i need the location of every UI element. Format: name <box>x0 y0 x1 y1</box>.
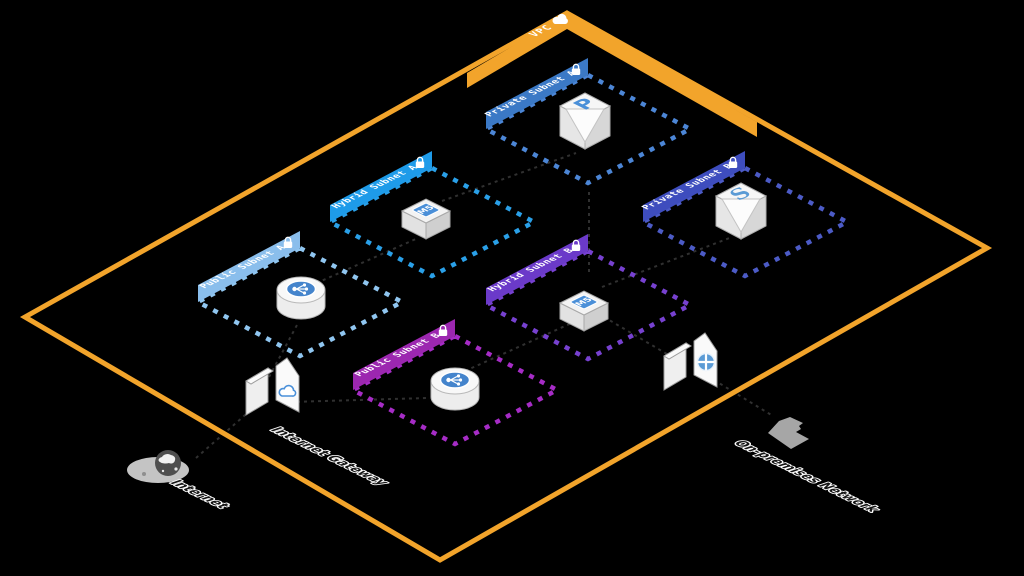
vpc-boundary: VPC <box>19 10 993 563</box>
gateway-crosshair-icon <box>663 332 718 391</box>
internet: Internet <box>127 450 235 512</box>
subnet-banner <box>486 58 588 129</box>
link-lbb-m5b <box>464 321 575 372</box>
internet-gateway-label: Internet Gateway <box>268 425 393 488</box>
subnet-public-b: Public Subnet B <box>348 319 562 447</box>
subnet-label: Hybrid Subnet B <box>485 247 577 293</box>
subnet-label: Public Subnet B <box>352 332 444 378</box>
subnet-banner <box>198 231 300 302</box>
load-balancer-icon <box>276 276 326 320</box>
lock-icon <box>728 156 738 168</box>
lock-icon <box>283 236 293 248</box>
load-balancer-icon <box>430 367 480 411</box>
elb-branch-icon <box>446 374 463 386</box>
lock-icon <box>415 156 425 168</box>
ec2-instance-icon: M5 <box>400 198 452 240</box>
globe-icon <box>127 450 189 483</box>
lock-icon <box>571 239 581 251</box>
subnet-banner <box>330 151 432 222</box>
on-premises-network: On-premises Network <box>730 417 885 516</box>
subnet-hybrid-b: Hybrid Subnet B M5 <box>481 234 695 362</box>
subnet-hybrid-a: Hybrid Subnet A M5 <box>325 151 539 279</box>
gateway-cloud-icon <box>245 357 300 416</box>
link-vgw-onprem <box>713 379 774 417</box>
ec2-instance-icon: M5 <box>558 290 610 332</box>
lock-icon <box>438 324 448 336</box>
vpn-gateway <box>663 332 718 391</box>
vpc-border <box>19 10 993 563</box>
elb-branch-icon <box>292 283 309 295</box>
subnet-banner <box>643 151 745 222</box>
lock-icon <box>571 63 581 75</box>
link-igw-lb-b <box>289 397 428 403</box>
subnet-label: Hybrid Subnet A <box>329 164 421 210</box>
link-m5b-vgw <box>603 316 673 358</box>
subnet-private-b: Private Subnet B S <box>638 151 852 279</box>
link-m5b-dbb <box>601 236 733 288</box>
database-cube-p-icon: P <box>558 92 612 150</box>
internet-label: Internet <box>167 478 233 511</box>
link-igw-lb-a <box>268 324 298 378</box>
instance-label: M5 <box>415 205 437 216</box>
building-icon <box>768 417 809 449</box>
subnet-banner <box>353 319 455 390</box>
subnet-banner <box>486 234 588 305</box>
instance-label: M5 <box>573 297 595 308</box>
cloud-icon <box>552 13 568 24</box>
vpc-title-band <box>467 14 757 137</box>
link-m5a-dba <box>441 152 577 202</box>
on-premises-label: On-premises Network <box>731 438 884 514</box>
database-cube-s-icon: S <box>714 182 768 240</box>
cloud-icon <box>278 384 297 397</box>
link-lba-m5a <box>309 237 419 287</box>
subnet-public-a: Public Subnet A <box>193 231 407 359</box>
subnet-label: Public Subnet A <box>197 244 289 290</box>
